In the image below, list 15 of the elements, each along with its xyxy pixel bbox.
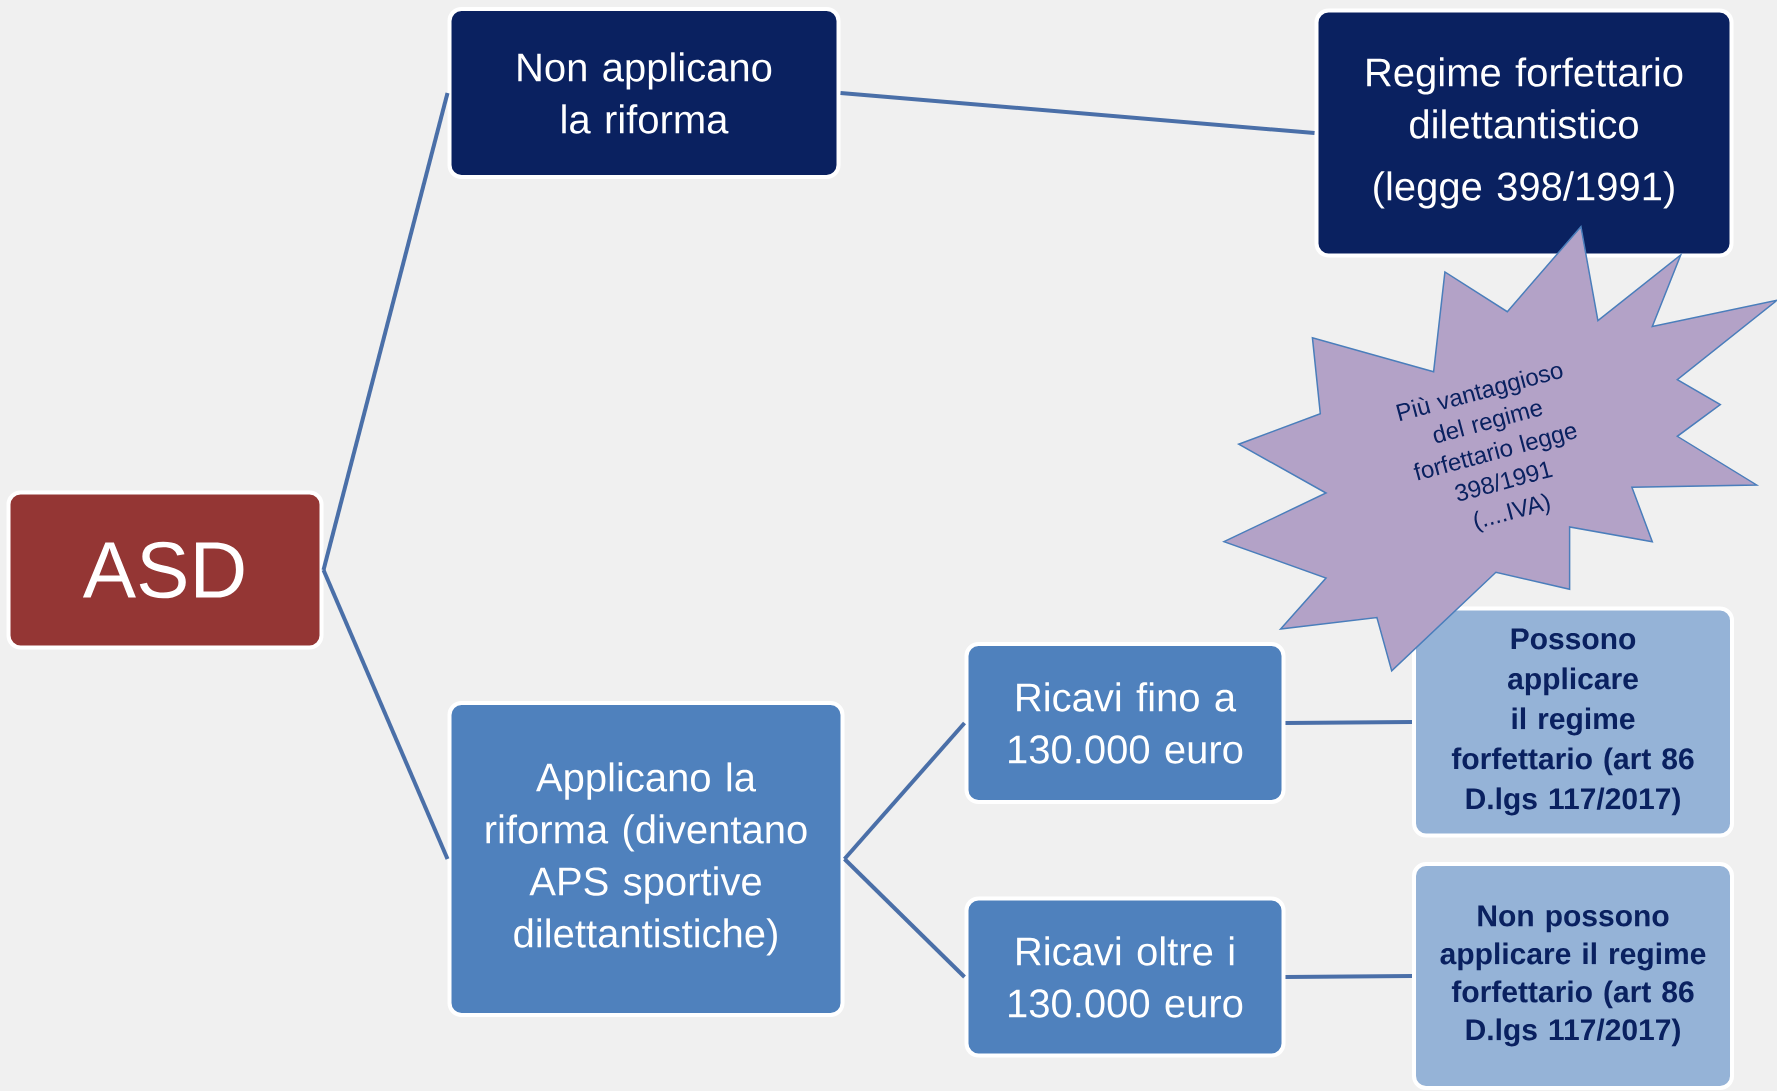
connector-line (321, 92, 450, 571)
process-box: Non applicano la riforma (447, 7, 841, 179)
connector-line (843, 857, 966, 979)
connector-line (840, 91, 1315, 135)
connector-line (1285, 974, 1413, 979)
process-box: Regime forfettario dilettantistico (legge 398/1991) (1314, 8, 1734, 258)
process-box: Ricavi oltre i 130.000 euro (964, 896, 1286, 1058)
process-box: Ricavi fino a 130.000 euro (964, 642, 1286, 804)
connector-line (1285, 720, 1413, 725)
root-box: ASD (6, 490, 324, 650)
result-box: Non possono applicare il regime forfettario (art 86 D.lgs 117/2017) (1412, 862, 1734, 1090)
connector-line (321, 569, 450, 860)
process-box: Applicano la riforma (diventano APS sportive dilettantistiche) (447, 701, 845, 1017)
result-box: Possono applicare il regime forfettario (art 86 D.lgs 117/2017) (1412, 606, 1734, 838)
connector-line (843, 721, 966, 861)
